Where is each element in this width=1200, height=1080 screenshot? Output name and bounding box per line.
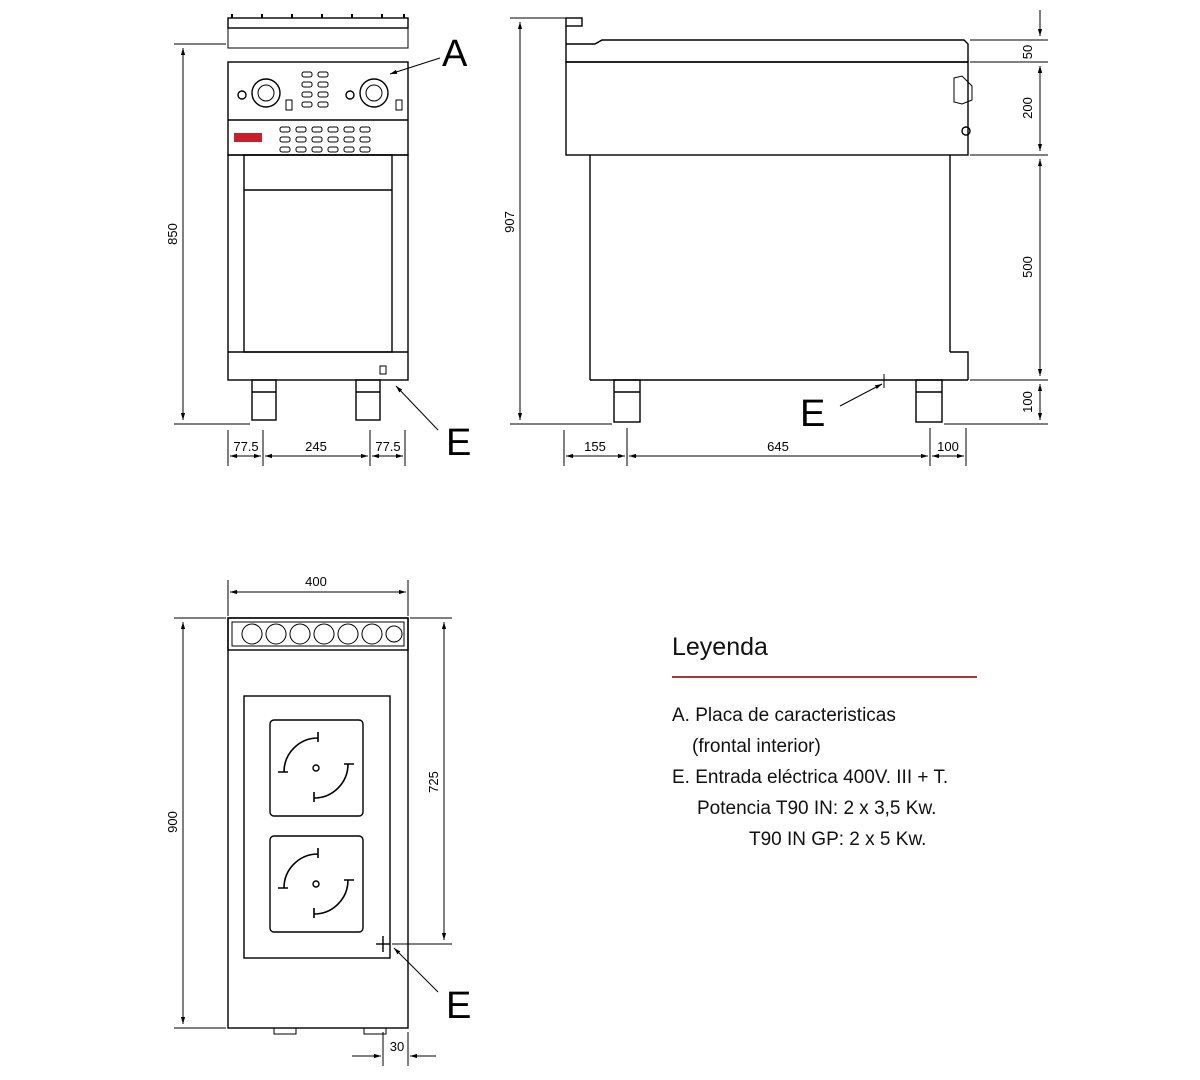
front-view bbox=[227, 14, 409, 421]
dim-front-height: 850 bbox=[165, 223, 180, 245]
brand-badge bbox=[234, 133, 262, 142]
front-dimensions bbox=[174, 43, 441, 466]
side-view bbox=[565, 17, 973, 423]
legend-title: Leyenda bbox=[672, 633, 768, 661]
dim-side-legs: 100 bbox=[1020, 391, 1035, 413]
legend-line-e: E. Entrada eléctrica 400V. III + T. bbox=[672, 767, 949, 788]
dim-side-depth-right: 100 bbox=[937, 439, 959, 454]
dim-top-inner: 725 bbox=[426, 771, 441, 793]
top-dimensions bbox=[174, 580, 452, 1066]
dim-side-height: 907 bbox=[502, 211, 517, 233]
dim-top-offset: 30 bbox=[390, 1039, 404, 1054]
dim-top-depth: 900 bbox=[165, 811, 180, 833]
top-view bbox=[227, 617, 409, 1035]
legend-line-a-detail: (frontal interior) bbox=[692, 736, 821, 757]
legend-line-power-in: Potencia T90 IN: 2 x 3,5 Kw. bbox=[697, 798, 937, 819]
callout-a-front: A bbox=[442, 33, 468, 75]
callout-e-top: E bbox=[446, 985, 471, 1027]
legend-line-power-gp: T90 IN GP: 2 x 5 Kw. bbox=[749, 829, 927, 850]
legend-divider bbox=[672, 676, 977, 678]
legend-line-a: A. Placa de caracteristicas bbox=[672, 705, 896, 726]
dim-side-depth-left: 155 bbox=[584, 439, 606, 454]
dim-front-left: 77.5 bbox=[233, 439, 258, 454]
callout-e-front: E bbox=[446, 422, 471, 464]
legend: Leyenda A. Placa de caracteristicas (fro… bbox=[672, 633, 982, 855]
dim-front-mid: 245 bbox=[305, 439, 327, 454]
dim-side-top: 50 bbox=[1020, 45, 1035, 59]
side-dimensions bbox=[510, 10, 1048, 466]
dim-front-right: 77.5 bbox=[375, 439, 400, 454]
dim-side-depth-mid: 645 bbox=[767, 439, 789, 454]
dim-side-panel: 200 bbox=[1020, 97, 1035, 119]
dim-side-body: 500 bbox=[1020, 256, 1035, 278]
dim-top-width: 400 bbox=[305, 574, 327, 589]
callout-e-side: E bbox=[800, 393, 825, 435]
